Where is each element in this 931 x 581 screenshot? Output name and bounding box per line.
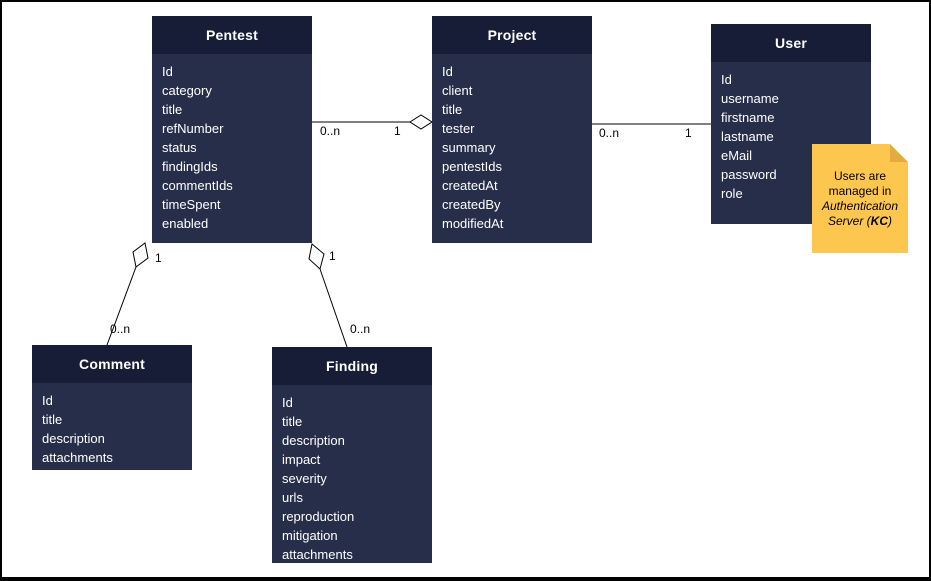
- field-pentest-enabled: enabled: [162, 216, 209, 231]
- field-finding-impact: impact: [282, 452, 321, 467]
- sticky-note-authentication[interactable]: Users are managed in Authentication Serv…: [812, 144, 908, 253]
- field-finding-description: description: [282, 433, 345, 448]
- note-fold-corner: [890, 144, 908, 162]
- field-pentest-commentids: commentIds: [162, 178, 233, 193]
- relation-pentest-finding-line: [319, 268, 348, 348]
- field-project-tester: tester: [442, 121, 475, 136]
- field-finding-reproduction: reproduction: [282, 509, 355, 524]
- note-line-4: Server (KC): [827, 213, 893, 228]
- field-project-createdby: createdBy: [442, 197, 501, 212]
- field-project-modifiedat: modifiedAt: [442, 216, 504, 231]
- entity-comment[interactable]: Comment Id title description attachments: [32, 345, 192, 470]
- field-user-firstname: firstname: [721, 110, 775, 125]
- field-finding-title: title: [282, 414, 303, 429]
- field-finding-id: Id: [282, 395, 293, 410]
- field-project-summary: summary: [442, 140, 496, 155]
- multiplicity-project-user-source: 0..n: [599, 126, 620, 140]
- field-user-username: username: [721, 91, 779, 106]
- field-project-createdat: createdAt: [442, 178, 498, 193]
- field-comment-description: description: [42, 431, 105, 446]
- multiplicity-project-user-target: 1: [685, 126, 692, 140]
- entity-comment-title: Comment: [32, 345, 192, 383]
- entity-pentest-title: Pentest: [152, 16, 312, 54]
- field-user-email: eMail: [721, 148, 753, 163]
- entity-user-title: User: [711, 24, 871, 62]
- field-user-lastname: lastname: [721, 129, 774, 144]
- field-finding-severity: severity: [282, 471, 327, 486]
- note-line-3: Authentication: [821, 198, 899, 213]
- field-project-pentestids: pentestIds: [442, 159, 502, 174]
- entity-project-title: Project: [432, 16, 592, 54]
- aggregation-diamond-project: [409, 114, 433, 130]
- field-pentest-refnumber: refNumber: [162, 121, 224, 136]
- field-pentest-timespent: timeSpent: [162, 197, 221, 212]
- field-finding-attachments: attachments: [282, 547, 353, 562]
- field-pentest-title: title: [162, 102, 183, 117]
- entity-finding-title: Finding: [272, 347, 432, 385]
- note-line-2: managed in: [828, 183, 892, 198]
- entity-pentest[interactable]: Pentest Id category title refNumber stat…: [152, 16, 312, 243]
- field-finding-mitigation: mitigation: [282, 528, 338, 543]
- entity-finding[interactable]: Finding Id title description impact seve…: [272, 347, 432, 563]
- entity-project-fields: Id client title tester summary pentestId…: [432, 54, 592, 233]
- entity-comment-fields: Id title description attachments: [32, 383, 192, 467]
- multiplicity-pentest-comment-target: 0..n: [110, 322, 131, 336]
- field-pentest-findingids: findingIds: [162, 159, 218, 174]
- field-pentest-category: category: [162, 83, 212, 98]
- entity-pentest-fields: Id category title refNumber status findi…: [152, 54, 312, 233]
- field-project-title: title: [442, 102, 463, 117]
- entity-finding-fields: Id title description impact severity url…: [272, 385, 432, 564]
- multiplicity-pentest-project-target: 1: [394, 124, 401, 138]
- entity-project[interactable]: Project Id client title tester summary p…: [432, 16, 592, 243]
- multiplicity-pentest-project-source: 0..n: [320, 124, 341, 138]
- note-line-1: Users are: [833, 168, 886, 183]
- field-user-id: Id: [721, 72, 732, 87]
- field-pentest-status: status: [162, 140, 197, 155]
- multiplicity-pentest-finding-target: 0..n: [350, 322, 371, 336]
- field-user-password: password: [721, 167, 777, 182]
- field-pentest-id: Id: [162, 64, 173, 79]
- field-comment-id: Id: [42, 393, 53, 408]
- field-project-client: client: [442, 83, 473, 98]
- aggregation-diamond-comment: [132, 242, 149, 268]
- aggregation-diamond-finding: [308, 243, 325, 270]
- entity-user-fields: Id username firstname lastname eMail pas…: [711, 62, 871, 203]
- field-comment-title: title: [42, 412, 63, 427]
- multiplicity-pentest-comment-source: 1: [155, 251, 162, 265]
- multiplicity-pentest-finding-source: 1: [329, 249, 336, 263]
- field-project-id: Id: [442, 64, 453, 79]
- field-user-role: role: [721, 186, 743, 201]
- field-comment-attachments: attachments: [42, 450, 113, 465]
- field-finding-urls: urls: [282, 490, 303, 505]
- note-text: Users are managed in Authentication Serv…: [822, 169, 898, 229]
